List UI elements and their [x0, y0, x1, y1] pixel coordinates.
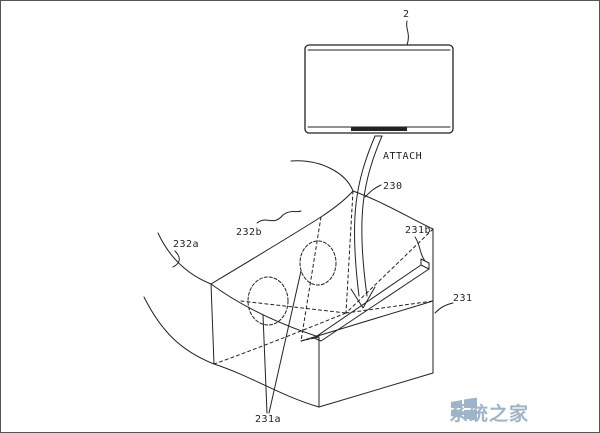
label-housing: 231 — [453, 293, 473, 304]
label-strap-left: 232a — [173, 239, 200, 250]
label-device: 2 — [403, 9, 410, 20]
lenses-231a — [247, 240, 337, 326]
watermark: 系统之家 — [449, 396, 597, 428]
windows-logo-icon — [451, 397, 477, 421]
leader-231a-2 — [268, 270, 302, 414]
label-strap-top: 232b — [236, 227, 263, 238]
label-attach: ATTACH — [383, 151, 423, 162]
leader-230 — [364, 184, 382, 198]
leader-2 — [406, 20, 409, 46]
leader-231 — [434, 302, 454, 314]
label-lenses: 231a — [255, 414, 282, 425]
strap-232a — [143, 232, 215, 365]
leader-232a — [172, 250, 180, 268]
label-goggles: 230 — [383, 181, 403, 192]
leader-232b — [256, 210, 302, 224]
device-2 — [304, 44, 454, 134]
goggle-body — [210, 160, 434, 408]
leader-231b — [414, 236, 426, 262]
attach-arrow — [350, 135, 383, 309]
label-slot: 231b — [405, 225, 432, 236]
leader-231a-1 — [262, 314, 268, 414]
